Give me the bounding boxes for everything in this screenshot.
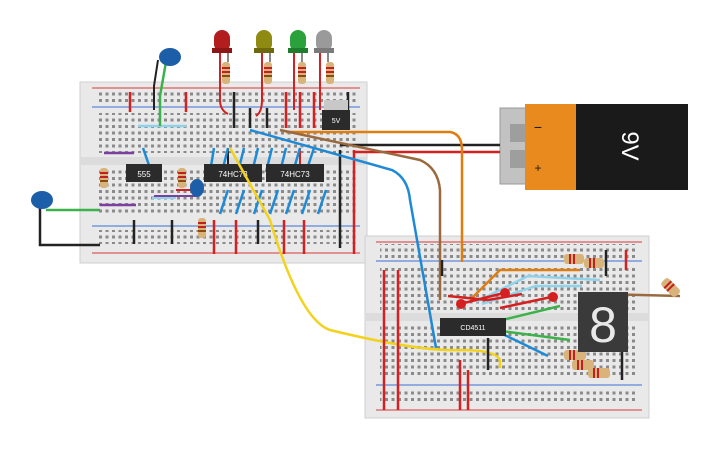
capacitor-left[interactable]	[31, 191, 100, 247]
chip-74hc73-a[interactable]: 74HC73	[204, 164, 262, 182]
regulator-label: 5V	[332, 118, 341, 125]
chip-cd4511[interactable]: CD4511	[440, 318, 506, 336]
battery-minus-label: −	[534, 119, 542, 135]
battery-plus-label: +	[534, 161, 541, 175]
regulator-5v[interactable]: 5V	[322, 100, 350, 130]
led-leads	[219, 52, 329, 117]
capacitor-top[interactable]	[153, 48, 181, 126]
led-yellow[interactable]	[254, 30, 274, 53]
seven-segment-display[interactable]: 8	[578, 292, 628, 353]
chip-cd4511-label: CD4511	[460, 325, 485, 332]
battery-9v[interactable]: − + 9V	[499, 104, 688, 190]
seven-segment-digit: 8	[589, 297, 617, 353]
chip-555[interactable]: 555	[126, 164, 162, 182]
led-white[interactable]	[314, 30, 334, 53]
display-wiring	[382, 250, 681, 410]
capacitor-small[interactable]	[190, 179, 204, 197]
led-green[interactable]	[288, 30, 308, 53]
wire-junctions	[456, 288, 558, 309]
battery-voltage-label: 9V	[616, 131, 643, 160]
resistors-display[interactable]	[564, 254, 681, 378]
chip-74hc73-a-label: 74HC73	[218, 170, 248, 179]
led-red[interactable]	[212, 30, 232, 53]
resistors-main[interactable]	[100, 62, 334, 238]
signal-jumpers	[100, 124, 200, 207]
chip-74hc73-b[interactable]: 74HC73	[266, 164, 324, 182]
chip-74hc73-b-label: 74HC73	[280, 170, 310, 179]
chip-555-label: 555	[137, 170, 151, 179]
